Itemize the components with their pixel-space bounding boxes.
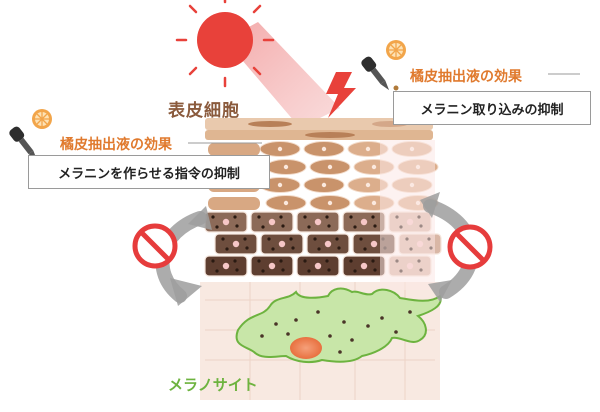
melanin-granule	[359, 237, 363, 241]
melanin-granule	[337, 246, 341, 250]
melanin-granule	[307, 269, 311, 273]
cell-nucleus	[314, 218, 322, 226]
melanin-granule	[233, 215, 237, 219]
melanin-granule	[211, 215, 215, 219]
left-effect-label: 橘皮抽出液の効果	[60, 137, 172, 153]
melanin-granule	[211, 259, 215, 263]
spinous-cell	[208, 143, 260, 156]
melanocyte-cell	[235, 287, 442, 364]
melanin-granule	[221, 237, 225, 241]
cell-nucleus	[222, 262, 230, 270]
melanin-granule	[363, 247, 367, 251]
cell-nucleus	[268, 262, 276, 270]
prohibition-icon	[447, 224, 493, 270]
citrus-icon	[32, 109, 52, 129]
cell-nucleus	[283, 200, 289, 206]
epidermal-cells-title: 表皮細胞	[168, 101, 240, 121]
melanin-granule	[279, 259, 283, 263]
cell-nucleus	[321, 182, 327, 188]
melanin-granule	[317, 247, 321, 251]
melanin-granule	[215, 269, 219, 273]
melanin-granule	[257, 215, 261, 219]
melanin-granule	[243, 237, 247, 241]
cell-nucleus	[268, 218, 276, 226]
melanin-granule	[303, 259, 307, 263]
left-callout-box: メラニンを作らせる指令の抑制	[28, 155, 270, 189]
melanin-granule	[261, 269, 265, 273]
melanin-granule	[373, 268, 377, 272]
cell-nucleus	[365, 146, 371, 152]
melanin-granule	[289, 237, 293, 241]
melanin-granule	[267, 237, 271, 241]
right-callout-box: メラニン取り込みの抑制	[393, 91, 591, 125]
melanin-granule	[235, 224, 239, 228]
melanin-granule	[245, 246, 249, 250]
spinous-cell	[208, 197, 260, 210]
cell-nucleus	[327, 164, 333, 170]
melanin-granule	[327, 268, 331, 272]
melanin-granule	[353, 269, 357, 273]
melanin-granule	[281, 268, 285, 272]
dropper-icon	[361, 56, 390, 91]
cell-nucleus	[360, 262, 368, 270]
melanin-granule	[349, 259, 353, 263]
sunlight-beam	[225, 22, 340, 128]
melanin-granule	[257, 259, 261, 263]
sun-icon	[175, 0, 275, 88]
cell-nucleus	[222, 218, 230, 226]
melanin-granule	[335, 237, 339, 241]
melanin-granule	[215, 225, 219, 229]
cell-nucleus	[371, 200, 377, 206]
melanin-granule	[371, 259, 375, 263]
melanin-granule	[225, 247, 229, 251]
cell-nucleus	[360, 218, 368, 226]
cell-nucleus	[321, 146, 327, 152]
melanin-granule	[279, 215, 283, 219]
melanin-granule	[261, 225, 265, 229]
citrus-icon	[386, 40, 406, 60]
cell-nucleus	[327, 200, 333, 206]
cell-nucleus	[324, 240, 332, 248]
cell-nucleus	[370, 240, 378, 248]
cell-nucleus	[277, 146, 283, 152]
melanin-granule	[371, 215, 375, 219]
melanin-granule	[327, 224, 331, 228]
right-effect-label: 橘皮抽出液の効果	[410, 69, 522, 85]
melanin-granule	[353, 225, 357, 229]
cell-nucleus	[277, 182, 283, 188]
melanin-granule	[349, 215, 353, 219]
cell-nucleus	[283, 164, 289, 170]
prohibition-icon	[132, 223, 178, 269]
lightning-icon	[326, 72, 356, 118]
cell-nucleus	[314, 262, 322, 270]
cell-nucleus	[371, 164, 377, 170]
melanocyte-label: メラノサイト	[168, 376, 258, 394]
melanin-granule	[325, 259, 329, 263]
melanin-granule	[281, 224, 285, 228]
melanin-granule	[373, 224, 377, 228]
melanin-granule	[307, 225, 311, 229]
cell-nucleus	[232, 240, 240, 248]
melanin-granule	[271, 247, 275, 251]
melanin-granule	[235, 268, 239, 272]
melanin-granule	[313, 237, 317, 241]
cell-nucleus	[365, 182, 371, 188]
cell-nucleus	[278, 240, 286, 248]
melanin-granule	[291, 246, 295, 250]
melanin-granule	[325, 215, 329, 219]
melanin-granule	[303, 215, 307, 219]
melanin-granule	[233, 259, 237, 263]
